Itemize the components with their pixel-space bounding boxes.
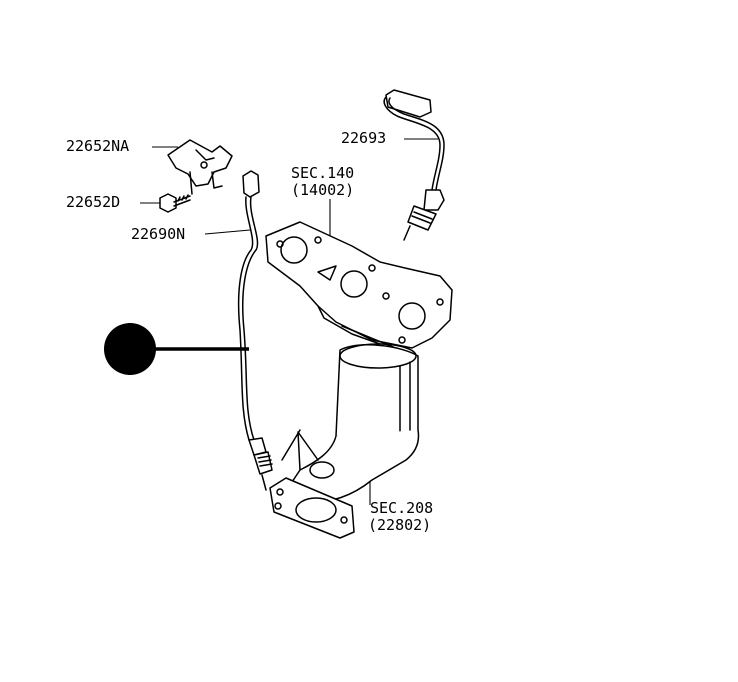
label-manifold-ref: SEC.140 bbox=[291, 164, 355, 182]
label-front-sensor: 22690N bbox=[131, 225, 186, 243]
heat-shield-bracket bbox=[167, 139, 233, 195]
label-bolt: 22652D bbox=[66, 193, 121, 211]
exhaust-manifold bbox=[265, 221, 453, 355]
rear-oxygen-sensor bbox=[383, 89, 445, 241]
front-pipe-flange bbox=[269, 429, 420, 539]
label-pipe-ref: SEC.208 bbox=[370, 499, 434, 517]
label-rear-sensor: 22693 bbox=[341, 129, 387, 147]
catalytic-converter bbox=[335, 343, 419, 445]
label-pipe-part: (22802) bbox=[368, 516, 432, 534]
callout-marker bbox=[104, 323, 249, 375]
label-manifold-part: (14002) bbox=[291, 181, 355, 199]
leader-lines bbox=[140, 138, 438, 505]
callout-dot bbox=[104, 323, 156, 375]
label-bracket: 22652NA bbox=[66, 137, 130, 155]
front-oxygen-sensor bbox=[237, 170, 273, 491]
bolt bbox=[159, 193, 191, 213]
